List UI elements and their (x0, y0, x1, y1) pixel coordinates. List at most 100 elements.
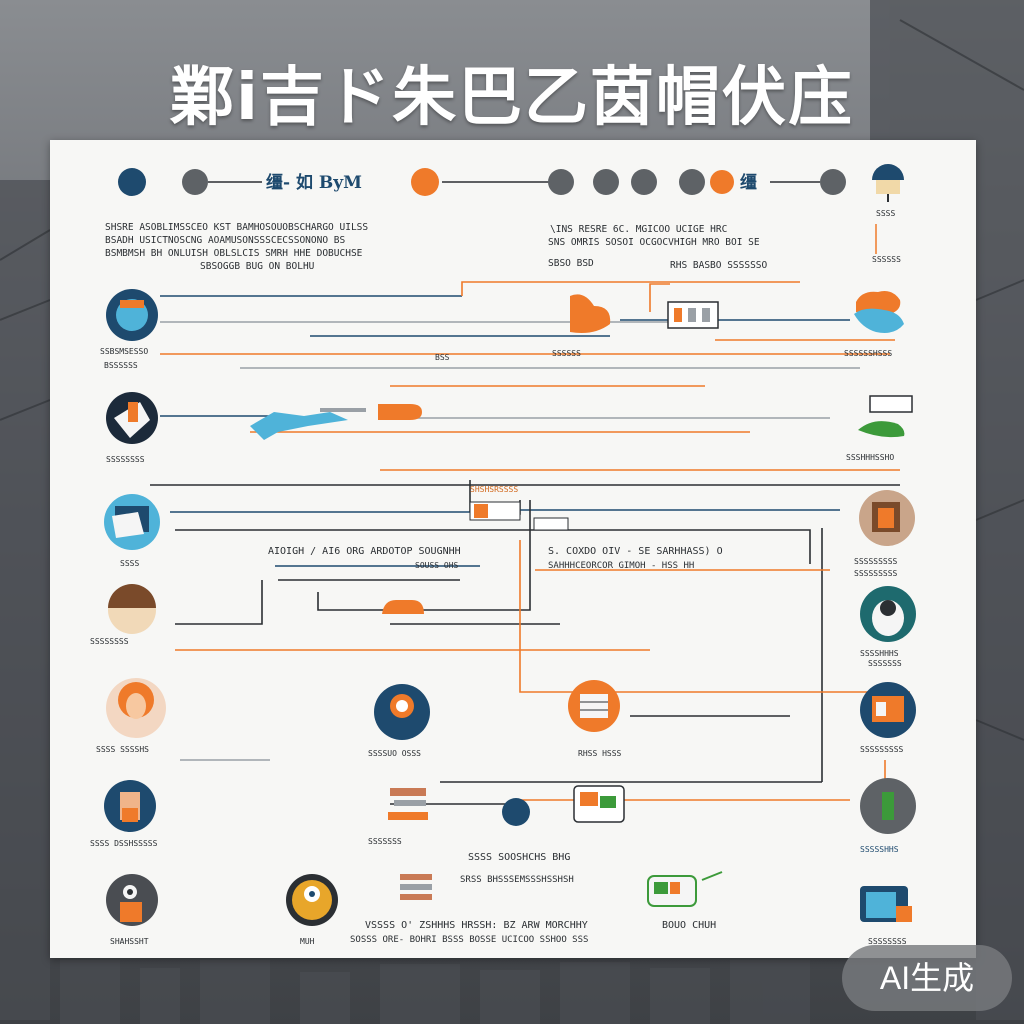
connector-lines (150, 281, 910, 805)
node-label: MUH (300, 937, 315, 946)
node-label: SSSSHHHS (860, 649, 899, 658)
node-label: SSSSSS (552, 349, 581, 358)
header-node-gray (182, 169, 208, 195)
tablet-icon (667, 301, 719, 329)
header-node-orange (411, 168, 439, 196)
header-label-right: 缰 (740, 172, 757, 193)
page-title: 鄴i吉ド朱巴乙茵帽伏庒 (170, 61, 854, 135)
mid-left-sub: SOUSS OHS (415, 561, 459, 570)
document-card-icon (469, 501, 569, 531)
node-label: SSBSMSESSO (100, 347, 148, 356)
text-line: SHSRE ASOBLIMSSCEO KST BAMHOSOUOBSCHARGO… (105, 222, 368, 233)
text-line: \INS RESRE 6C. MGICOO UCIGE HRC (550, 224, 727, 235)
pin-icon (374, 684, 430, 740)
text-line: SBSO BSD (548, 258, 594, 269)
sign-icon (573, 785, 625, 823)
box-icon (860, 886, 912, 922)
node-woman-icon (106, 678, 166, 738)
text-line: BSADH USICTNOSCNG AOAMUSONSSSCECSSONONO … (105, 235, 345, 246)
node-person-icon (106, 392, 158, 444)
node-label: SHSHSRSSSS (470, 485, 518, 494)
node-label: SSSSSSSS (868, 937, 907, 946)
right-column: SSSS SSSSSS SSSSSSHSSS SSSHHHSSHO SSSSSS… (844, 209, 916, 946)
node-bowl-icon (108, 584, 156, 634)
connector (649, 283, 670, 312)
text-block-top-right: \INS RESRE 6C. MGICOO UCIGE HRC SNS OMRI… (548, 224, 768, 271)
node-label: SSSSSSSSS (854, 557, 898, 566)
node-label: SHAHSSHT (110, 937, 149, 946)
header-node-gray (631, 169, 657, 195)
cabinet-icon (568, 680, 620, 732)
ai-generated-badge: AI生成 (842, 945, 1012, 1011)
node-office-icon (859, 490, 915, 546)
airplane-icon (250, 408, 366, 440)
node-worker-icon (104, 780, 156, 832)
node-label: RHSS HSSS (578, 749, 622, 758)
orange-tab-shape (382, 600, 424, 614)
mid-left-text: AIOIGH / AI6 ORG ARDOTOP SOUGNHH (268, 546, 461, 557)
mid-right-text: S. COXDO OIV - SE SARHHASS) O (548, 546, 723, 557)
node-label: SSSSSSHSSS (844, 349, 892, 358)
node-label: SSSSSSSSS (860, 745, 904, 754)
connector (317, 500, 531, 611)
node-navy-dot (502, 798, 530, 826)
left-column: SSBSMSESSO BSSSSSS SSSSSSSS SSSS SSSSSSS… (90, 289, 166, 946)
lamp-icon (872, 164, 904, 202)
node-label: SSSS (876, 209, 895, 218)
node-label: BSSSSSS (104, 361, 138, 370)
node-label: SSSSUO OSSS (368, 749, 421, 758)
node-mechanic-icon (106, 289, 158, 341)
node-label: SSSSSS (872, 255, 901, 264)
header-row: 缰- 如 ByM 缰 (118, 164, 904, 202)
header-node-gray (548, 169, 574, 195)
bottom-left-text: VSSSS O' ZSHHHS HRSSH: BZ ARW MORCHHY (365, 920, 588, 931)
connector (519, 540, 910, 693)
bottom-right-text: BOUO CHUH (662, 920, 716, 931)
connector (175, 529, 811, 564)
text-line: SBSOGGB BUG ON BOLHU (200, 261, 315, 272)
node-label: BSS (435, 353, 450, 362)
stack-icon (400, 874, 432, 900)
center-column: SSSSSS BSS SHSHSRSSSS AIOIGH / AI6 ORG A… (250, 294, 723, 946)
plant-tray-icon (858, 395, 913, 438)
text-block-top-left: SHSRE ASOBLIMSSCEO KST BAMHOSOUOBSCHARGO… (105, 222, 368, 272)
orange-pill-shape (378, 404, 422, 420)
header-node-gray (679, 169, 705, 195)
robot-icon (286, 874, 338, 926)
node-person-icon (860, 586, 916, 642)
node-label: SSSS (120, 559, 139, 568)
node-screen-icon (104, 494, 160, 550)
node-camera-icon (106, 874, 158, 926)
node-label: SSSSSSS (368, 837, 402, 846)
node-label: SSSSSSSS (106, 455, 145, 464)
bottom-text-1: SSSS SOOSHCHS BHG (468, 852, 570, 863)
node-label: SSSS DSSHSSSSS (90, 839, 158, 848)
stack-icon (388, 788, 428, 820)
flow-diagram: 缰- 如 ByM 缰 SHSRE ASOBLIMSSCEO KST BAMHOS… (90, 164, 916, 946)
node-label: SSSSSHHS (860, 845, 899, 854)
cloud-icon (854, 291, 904, 333)
node-label: SSSSSSS (868, 659, 902, 668)
node-label: SSSHHHSSHO (846, 453, 894, 462)
bottom-text-2: SRSS BHSSSEMSSSHSSHSH (460, 875, 574, 885)
header-label-left: 缰- 如 ByM (266, 172, 362, 193)
diagram-panel: 缰- 如 ByM 缰 SHSRE ASOBLIMSSCEO KST BAMHOS… (50, 140, 976, 958)
node-label: SSSSSSSSS (854, 569, 898, 578)
mid-right-sub: SAHHHCEORCOR GIMOH - HSS HH (548, 561, 694, 571)
vehicle-icon (647, 871, 723, 907)
node-store-icon (860, 682, 916, 738)
text-line: RHS BASBO SSSSSSO (670, 260, 768, 271)
header-node-navy (118, 168, 146, 196)
text-line: BSMBMSH BH ONLUISH OBLSLCIS SMRH HHE DOB… (105, 248, 363, 259)
bottom-left-text-2: SOSSS ORE- BOHRI BSSS BOSSE UCICOO SSHOO… (350, 935, 588, 945)
node-label: SSSSSSSS (90, 637, 129, 646)
header-node-gray (820, 169, 846, 195)
node-gray-circle (860, 778, 916, 834)
connector (461, 281, 800, 296)
node-label: SSSS SSSSHS (96, 745, 149, 754)
header-node-gray (593, 169, 619, 195)
text-line: SNS OMRIS SOSOI OCGOCVHIGH MRO BOI SE (548, 237, 760, 248)
header-node-orange (710, 170, 734, 194)
orange-blob-shape (570, 294, 611, 333)
connector (175, 580, 263, 625)
